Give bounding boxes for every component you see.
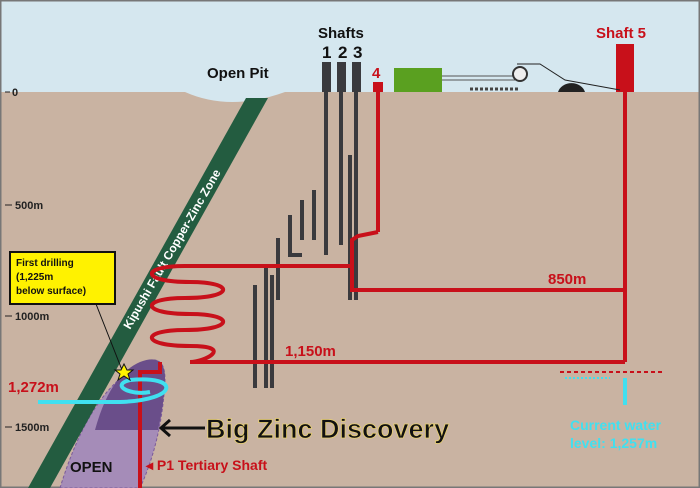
svg-text:First drilling: First drilling xyxy=(16,258,74,269)
shaft-3-label: 3 xyxy=(353,43,362,62)
open-pit-shape xyxy=(185,92,285,102)
surface-plant xyxy=(394,63,621,92)
first-drilling-callout: First drilling (1,225m below surface) xyxy=(9,251,123,371)
shaft-5-label: Shaft 5 xyxy=(596,25,646,42)
water-level-label-line1: Current water xyxy=(570,417,662,433)
sky xyxy=(0,0,700,92)
open-pit-label: Open Pit xyxy=(207,65,269,82)
svg-text:(1,225m: (1,225m xyxy=(16,272,53,283)
svg-text:below surface): below surface) xyxy=(16,286,86,297)
big-zinc-discovery-label: Big Zinc Discovery xyxy=(206,414,449,444)
level-850-label: 850m xyxy=(548,271,586,288)
red-workings xyxy=(138,44,634,488)
svg-text:0: 0 xyxy=(12,87,18,99)
shaft-4-label: 4 xyxy=(372,65,381,82)
level-1272-label: 1,272m xyxy=(8,379,59,396)
open-label: OPEN xyxy=(70,459,113,476)
water-line xyxy=(38,377,169,404)
fault-zone xyxy=(28,98,268,488)
p1-tertiary-shaft-label: ◂ P1 Tertiary Shaft xyxy=(145,457,267,473)
level-1150-label: 1,150m xyxy=(285,343,336,360)
shaft-2-label: 2 xyxy=(338,43,347,62)
svg-text:500m: 500m xyxy=(15,200,43,212)
shafts-1-2-3 xyxy=(253,62,361,388)
water-level-label-line2: level: 1,257m xyxy=(570,435,657,451)
svg-text:1000m: 1000m xyxy=(15,311,49,323)
svg-text:1500m: 1500m xyxy=(15,422,49,434)
shaft-1-label: 1 xyxy=(322,43,331,62)
shafts-label: Shafts xyxy=(318,25,364,42)
depth-axis: 0 500m 1000m 1500m xyxy=(5,87,49,434)
star-icon xyxy=(113,362,135,382)
